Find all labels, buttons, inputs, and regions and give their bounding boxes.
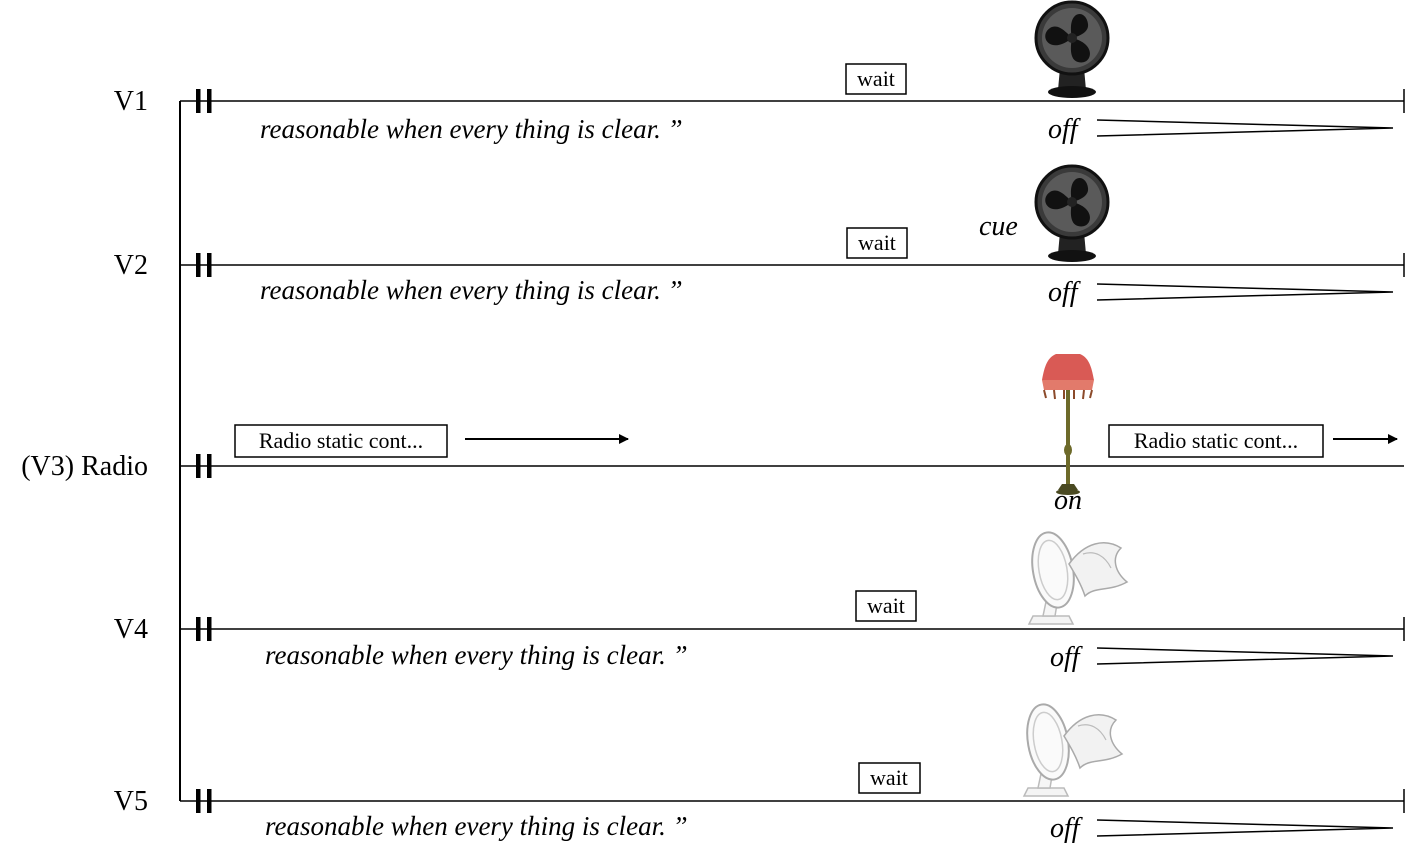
wait-box [858,762,921,794]
dynamic-on: on [1054,485,1082,516]
start-barline [207,454,212,478]
radio-static-label-start: Radio static cont... [259,428,423,453]
voice-row-v4: V4 wait reasonable when every thing is c… [114,528,1405,673]
desk-fan-black-icon [1034,164,1110,264]
decrescendo-hairpin [1096,819,1394,837]
lyric-text: reasonable when every thing is clear. ” [260,114,683,144]
dynamic-off: off [1050,642,1083,673]
voice-row-v2: V2 wait cue reasonable when every thing … [114,164,1405,308]
desk-fan-white-icon [1020,700,1123,797]
wait-label: wait [870,765,908,790]
voice-row-v1: V1 wait reasonable when every thing is c… [114,0,1405,145]
wait-box [855,590,917,622]
dynamic-off: off [1048,277,1081,308]
cue-label: cue [979,211,1018,242]
dynamic-off: off [1048,114,1081,145]
wait-label: wait [858,230,896,255]
start-barline [196,789,201,813]
voice-label: V2 [114,250,148,281]
lyric-text: reasonable when every thing is clear. ” [265,640,688,670]
start-barline [196,454,201,478]
decrescendo-hairpin [1096,283,1394,301]
start-barline [207,617,212,641]
start-barline [196,617,201,641]
radio-static-box-end [1108,424,1324,458]
radio-static-label-end: Radio static cont... [1134,428,1298,453]
start-barline [207,789,212,813]
voice-label: V5 [114,786,148,817]
floor-lamp-icon [1041,353,1095,496]
wait-label: wait [867,593,905,618]
lyric-text: reasonable when every thing is clear. ” [265,811,688,841]
voice-row-v5: V5 wait reasonable when every thing is c… [114,700,1405,843]
radio-static-box-start [234,424,448,458]
decrescendo-hairpin [1096,119,1394,137]
start-barline [207,253,212,277]
dynamic-off: off [1050,813,1083,843]
voice-label: (V3) Radio [21,451,148,482]
voice-label: V4 [114,614,148,645]
start-barline [196,253,201,277]
start-barline [196,89,201,113]
wait-box [846,227,908,259]
wait-label: wait [857,66,895,91]
voice-label: V1 [114,86,148,117]
voice-row-v3: (V3) Radio Radio static cont... Radio st… [21,353,1404,516]
desk-fan-black-icon [1034,0,1110,100]
desk-fan-white-icon [1025,528,1128,625]
start-barline [207,89,212,113]
wait-box [845,63,907,95]
lyric-text: reasonable when every thing is clear. ” [260,275,683,305]
decrescendo-hairpin [1096,647,1394,665]
